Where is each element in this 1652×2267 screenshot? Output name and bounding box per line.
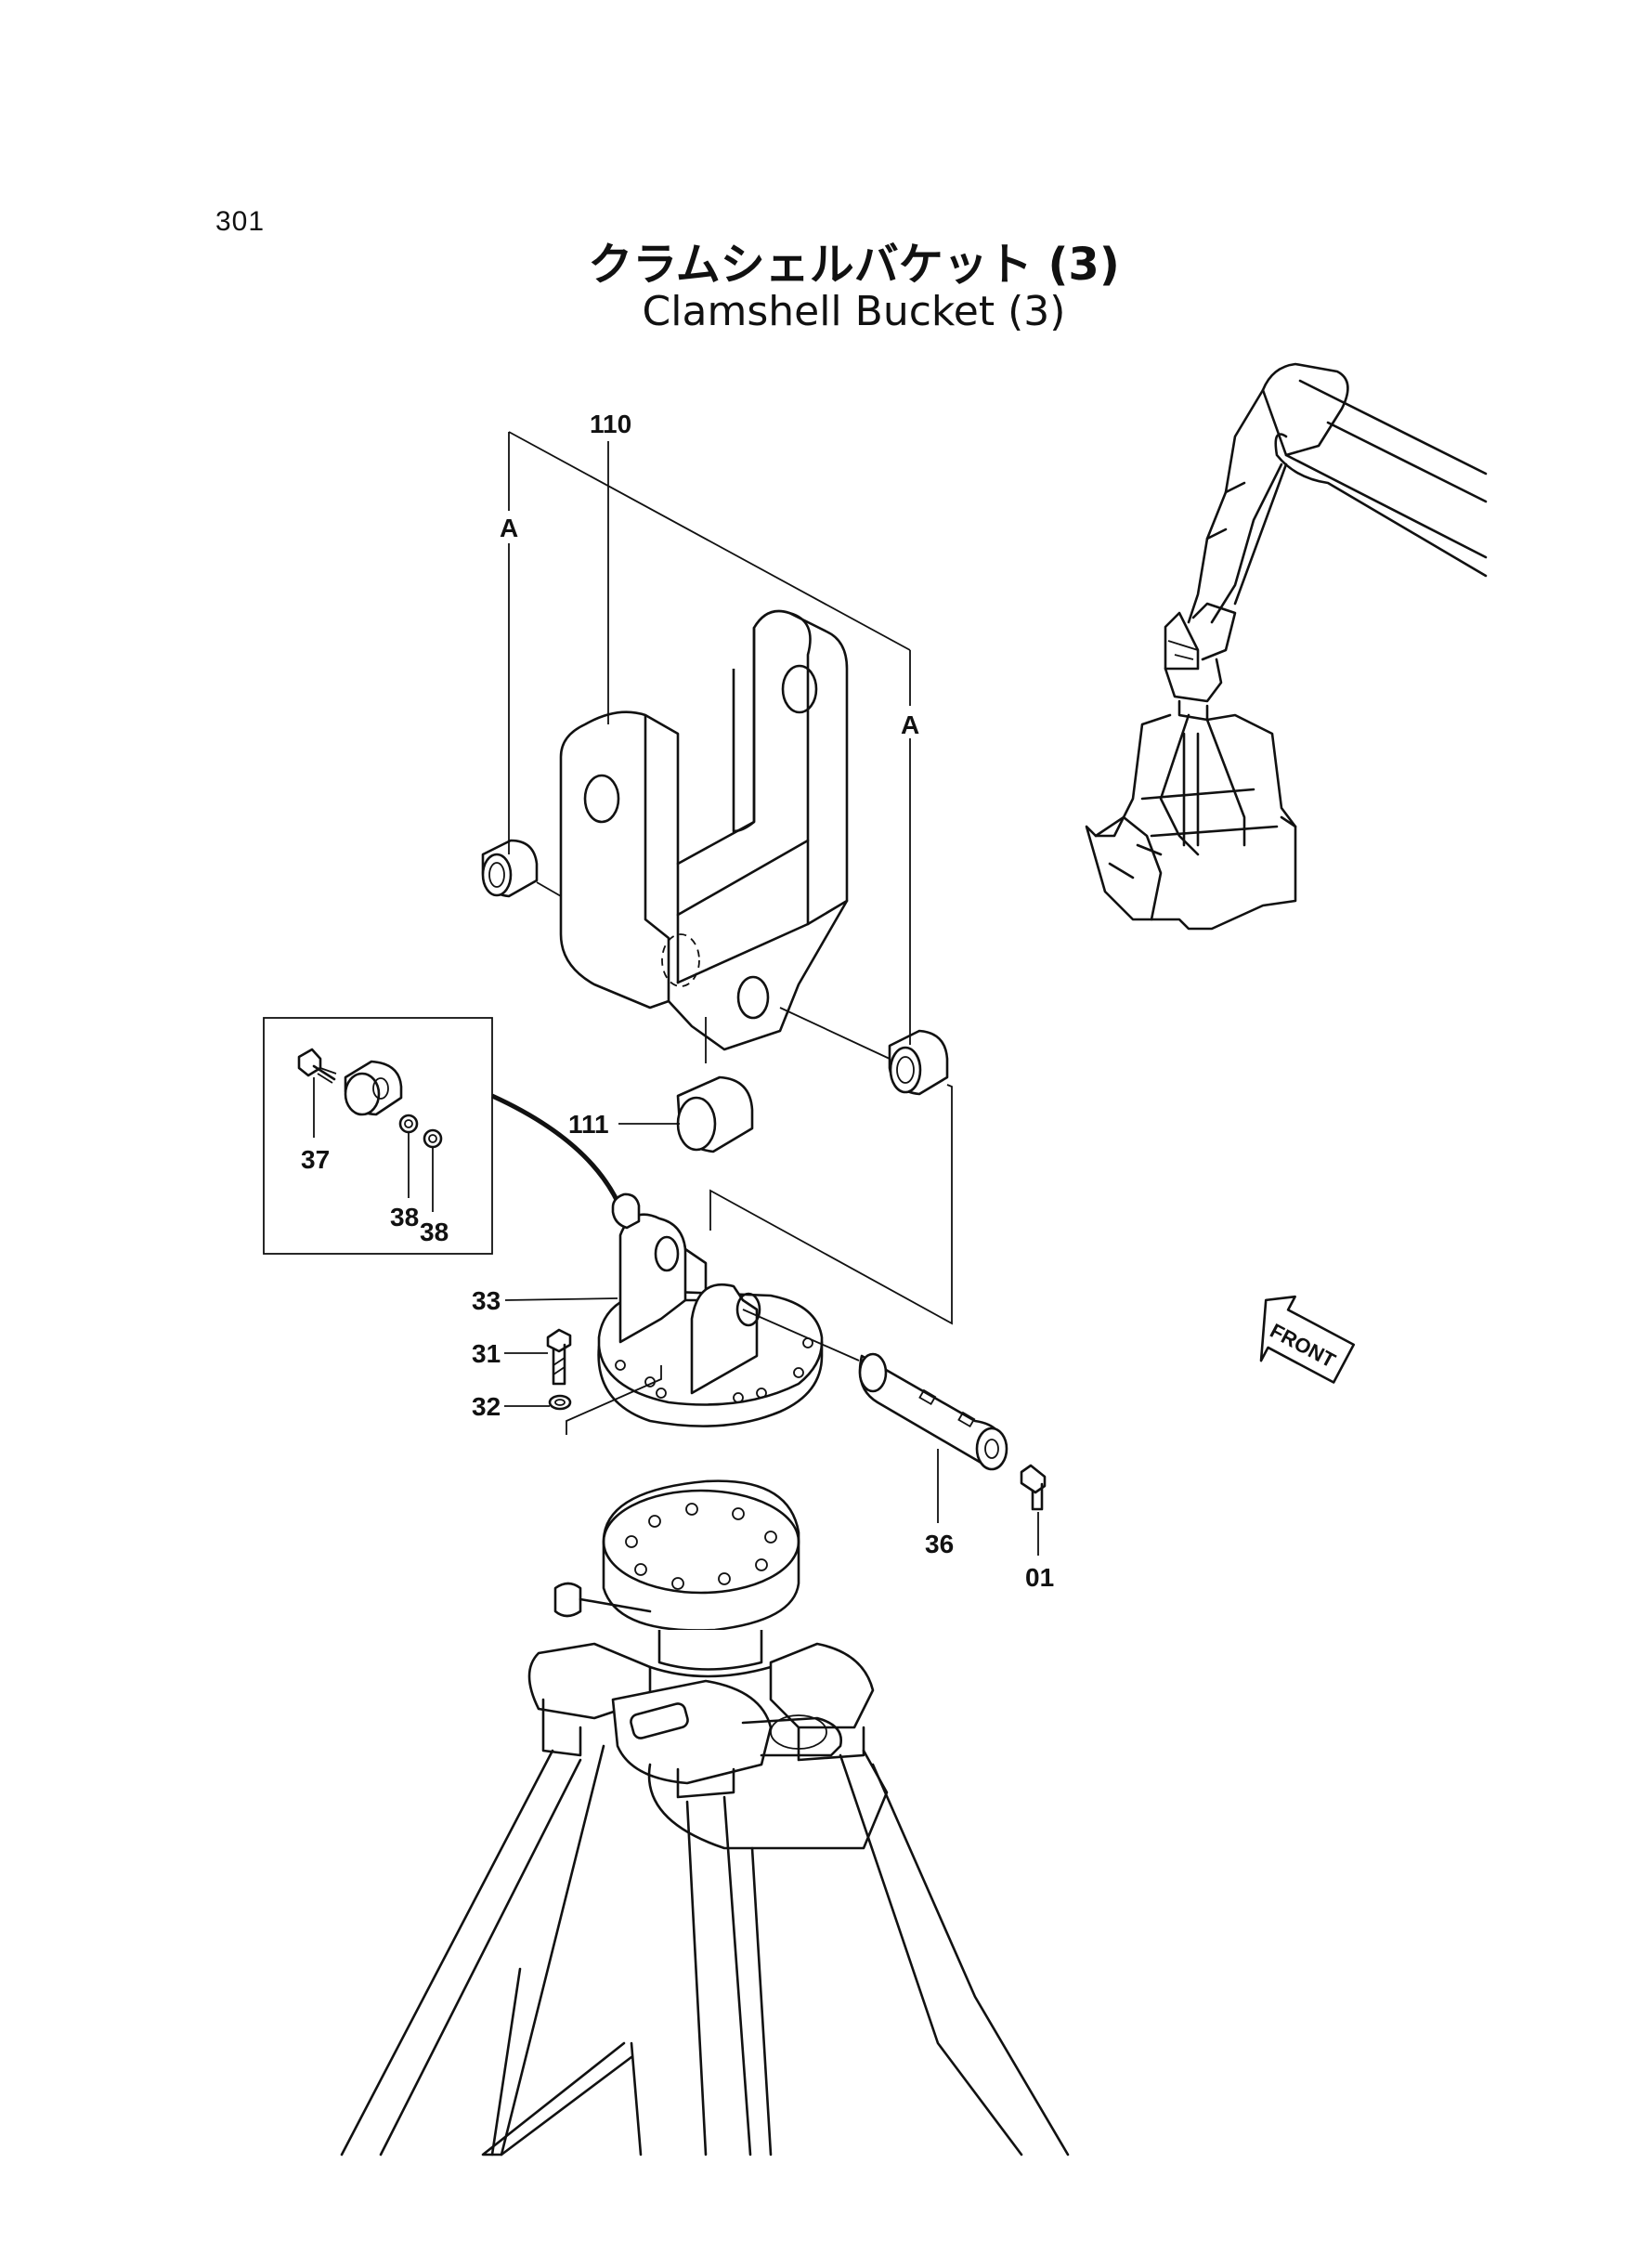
- bolt-part-01: [1020, 1464, 1047, 1556]
- page-title-english: Clamshell Bucket (3): [642, 288, 1066, 335]
- callout-33: 33: [472, 1286, 501, 1315]
- excavator-overview-sketch: [1085, 362, 1488, 931]
- inset-leader-curve: [490, 1093, 625, 1213]
- callout-a-left: A: [500, 514, 518, 542]
- callout-38-first: 38: [390, 1203, 419, 1231]
- callout-111: 111: [568, 1110, 609, 1139]
- callout-a-right: A: [901, 710, 919, 739]
- callout-38-second: 38: [420, 1218, 449, 1246]
- callout-37: 37: [301, 1145, 330, 1174]
- bushing-left: [481, 839, 539, 898]
- page-title-japanese: クラムシェルバケット (3): [588, 239, 1120, 291]
- pin-part-36: [858, 1352, 1008, 1523]
- bracket-part-110: [559, 609, 849, 1051]
- bushing-111: [676, 1075, 754, 1153]
- swivel-bracket-part-33: [566, 1192, 860, 1435]
- inset-detail-box: [263, 1017, 493, 1255]
- lower-frame-assembly: [340, 1479, 1070, 2156]
- callout-36: 36: [925, 1530, 954, 1558]
- callout-labels: 110 A A 111 37 38 38 33 31 32 36 01: [301, 410, 1054, 1592]
- front-direction-arrow: FRONT: [1259, 1295, 1356, 1384]
- bolt-part-31: [546, 1328, 572, 1386]
- callout-31: 31: [472, 1339, 501, 1368]
- bushing-right: [888, 1029, 949, 1096]
- reference-lines: [508, 431, 953, 1325]
- callout-01: 01: [1025, 1563, 1054, 1592]
- washer-part-32: [548, 1394, 572, 1411]
- callout-32: 32: [472, 1392, 501, 1421]
- page-number: 301: [215, 206, 266, 237]
- callout-110: 110: [590, 410, 631, 438]
